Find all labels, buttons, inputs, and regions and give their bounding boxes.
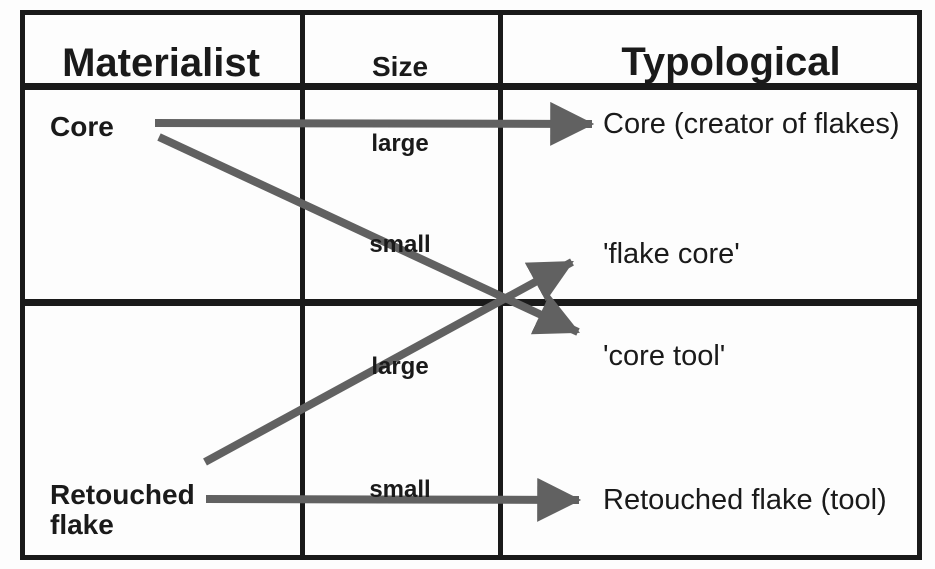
label-core-creator-of-flakes: Core (creator of flakes) (603, 108, 900, 140)
arrow-retouched-flake-large-to-flake-core (203, 258, 574, 466)
label-core: Core (50, 111, 114, 142)
grid-border-right (917, 10, 922, 560)
label-retouched-flake-tool: Retouched flake (tool) (603, 484, 887, 516)
grid-border-left (20, 10, 25, 560)
label-size-large-top: large (371, 130, 429, 157)
arrow-core-large-to-core-creator (154, 101, 595, 146)
grid-border-top (20, 10, 922, 15)
label-core-tool: 'core tool' (603, 340, 726, 372)
grid-divider-size-typological (498, 10, 503, 560)
label-size-small-bottom: small (369, 476, 431, 503)
grid-divider-materialist-size (300, 10, 305, 560)
label-size-large-bottom: large (371, 353, 429, 380)
grid-row-divider (20, 299, 922, 306)
label-flake-core: 'flake core' (603, 238, 740, 270)
grid-header-divider (20, 83, 922, 90)
label-retouched-flake: Retouched flake (50, 479, 195, 540)
label-size-small-top: small (369, 231, 431, 258)
arrow-retouched-flake-small-to-retouched-tool (205, 477, 582, 522)
header-materialist: Materialist (62, 41, 260, 85)
header-size: Size (371, 51, 429, 82)
header-typological: Typological (621, 40, 841, 84)
grid-border-bottom (20, 555, 922, 560)
